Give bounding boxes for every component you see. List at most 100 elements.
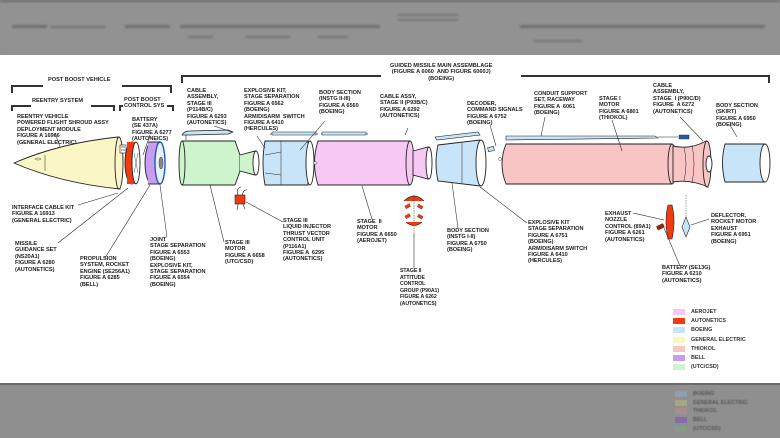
bracket-tick (181, 75, 183, 83)
ghost-bracket (180, 25, 380, 28)
bracket-reentry-left (11, 105, 31, 107)
background-overlay-top (0, 0, 780, 55)
label-battery-se13g: BATTERY (SE13G) FIGURE A 6210 (AUTONETIC… (662, 265, 711, 284)
legend-swatch (675, 391, 687, 398)
ghost-bracket (12, 25, 47, 28)
bracket-pbcs-right (167, 105, 172, 107)
label-deflector: DEFLECTOR, ROCKET MOTOR EXHAUST FIGURE A… (711, 213, 757, 245)
legend-swatch (673, 345, 685, 352)
bracket-tick (768, 75, 770, 83)
cable-assembly-stage3 (181, 129, 234, 136)
ghost-text (398, 14, 458, 16)
background-legend: BOEING GENERAL ELECTRIC THIOKOL BELL (UT… (675, 390, 748, 433)
background-legend-item: GENERAL ELECTRIC (675, 399, 748, 408)
bracket-tick (119, 105, 121, 111)
label-propulsion-system: PROPULSION SYSTEM, ROCKET ENGINE (SE256A… (80, 256, 130, 288)
decoder-command-signals (487, 145, 495, 153)
bracket-tick (11, 105, 13, 111)
legend-item-boeing: BOEING (673, 326, 746, 335)
label-cable-stage1: CABLE ASSEMBLY, STAGE I (P90C/D) FIGURE … (653, 83, 701, 115)
stage2-motor (314, 140, 411, 186)
legend-label: (UTC/CSD) (693, 425, 721, 432)
label-explosive-kit-upper: EXPLOSIVE KIT, STAGE SEPARATION FIGURE A… (244, 88, 305, 133)
battery-se13g (656, 223, 665, 231)
ghost-text (50, 26, 105, 28)
deflector-rocket-motor-exhaust (681, 216, 691, 238)
ghost-text (534, 40, 582, 42)
background-legend-item: (UTC/CSD) (675, 424, 748, 433)
label-body-section-1-2: BODY SECTION (INSTG I-II) FIGURE A 6750 … (447, 228, 489, 254)
legend-label: GENERAL ELECTRIC (693, 399, 748, 406)
bracket-post-boost-right (122, 85, 172, 87)
background-legend-item: THIOKOL (675, 407, 748, 416)
missile-exploded-diagram (12, 116, 771, 268)
bracket-tick (170, 85, 172, 93)
legend-item-bell: BELL (673, 353, 746, 362)
legend-swatch (675, 399, 687, 406)
legend-swatch (673, 355, 685, 362)
legend-label: BELL (691, 355, 706, 362)
legend-label: BOEING (691, 327, 713, 334)
header-main-assemblage: GUIDED MISSILE MAIN ASSEMBLAGE (FIGURE A… (390, 63, 493, 82)
legend-label: GENERAL ELECTRIC (691, 336, 746, 343)
legend-swatch (675, 408, 687, 415)
label-cable-stage2: CABLE ASSY, STAGE II (P93B/C) FIGURE A 6… (380, 94, 428, 120)
header-reentry-system: REENTRY SYSTEM (32, 98, 83, 104)
header-post-boost-control: POST BOOST CONTROL SYS (124, 97, 165, 110)
interface-cable-connector (119, 144, 127, 154)
legend-item-aerojet: AEROJET (673, 307, 746, 316)
header-post-boost-vehicle: POST BOOST VEHICLE (48, 77, 111, 83)
exhaust-nozzle-control (665, 204, 675, 240)
legend-label: (UTC/CSD) (691, 364, 719, 371)
label-explosive-kit-lower: EXPLOSIVE KIT STAGE SEPARATION FIGURE A … (528, 220, 588, 265)
ghost-text (318, 36, 348, 38)
body-section-stage2-3 (262, 140, 309, 186)
legend-item-autonetics: AUTONETICS (673, 316, 746, 325)
conduit-raceway (505, 135, 659, 141)
attitude-control-group (403, 195, 425, 233)
label-attitude-control: STAGE II ATTITUDE CONTROL GROUP (P90A1) … (400, 268, 440, 307)
label-battery-pbcs: BATTERY (SE 437A) FIGURE A 6277 (AUTONEI… (132, 117, 172, 143)
stage1-motor (501, 143, 673, 185)
ghost-text (188, 36, 213, 38)
label-stage3-motor: STAGE III MOTOR FIGURE A 6658 (UTC/CSD) (225, 240, 265, 266)
label-decoder: DECODER, COMMAND SIGNALS FIGURE A 6752 (… (467, 101, 523, 127)
ghost-bracket (520, 25, 765, 28)
bracket-pbcs-left (119, 105, 123, 107)
cable-assembly-stage2 (434, 131, 481, 141)
bracket-tick (113, 105, 115, 111)
legend-item-thiokol: THIOKOL (673, 344, 746, 353)
diagram-panel: POST BOOST VEHICLE REENTRY SYSTEM POST B… (0, 55, 780, 383)
ghost-bracket (125, 25, 170, 28)
bracket-tick (11, 85, 13, 93)
bracket-tick (172, 105, 174, 111)
ghost-text (245, 36, 290, 38)
legend-label: AEROJET (691, 308, 717, 315)
label-interface-cable-kit: INTERFACE CABLE KIT FIGURE A 16913 (GENE… (12, 205, 75, 224)
legend-label: THIOKOL (693, 408, 718, 415)
legend-item-utc-csd: (UTC/CSD) (673, 363, 746, 372)
legend-swatch (673, 327, 685, 334)
background-legend-item: BELL (675, 416, 748, 425)
label-liquid-injector: STAGE III LIQUID INJECTOR THRUST VECTOR … (283, 218, 331, 263)
label-conduit-support: CONDUIT SUPPORT SET, RACEWAY FIGURE A 60… (534, 91, 588, 117)
label-stage1-motor: STAGE I MOTOR FIGURE A 6801 (THIOKOL) (599, 96, 639, 122)
label-cable-stage3: CABLE ASSEMBLY, STAGE III (P114B/C) FIGU… (187, 88, 227, 127)
label-joint-stage-separation: JOINT STAGE SEPARATION FIGURE A 6553 (BO… (150, 237, 206, 288)
legend: AEROJET AUTONETICS BOEING GENERAL ELECTR… (673, 307, 746, 372)
bracket-reentry-right (91, 105, 115, 107)
bracket-main-right (521, 75, 770, 77)
stage3-motor (179, 140, 241, 186)
label-exhaust-nozzle: EXHAUST NOZZLE CONTROL (89A1) FIGURE A 6… (605, 211, 651, 243)
legend-item-general-electric: GENERAL ELECTRIC (673, 335, 746, 344)
ghost-text (398, 19, 458, 21)
legend-swatch (673, 317, 685, 324)
label-missile-guidance-set: MISSILE GUIDANCE SET (NS20A1) FIGURE A 6… (15, 241, 57, 273)
label-body-section-2-3: BODY SECTION (INSTG II-III) FIGURE A 656… (319, 90, 361, 116)
label-body-section-skirt: BODY SECTION (SKIRT) FIGURE A 6950 (BOEI… (716, 103, 758, 129)
background-overlay-bottom: BOEING GENERAL ELECTRIC THIOKOL BELL (UT… (0, 383, 780, 438)
legend-swatch (673, 364, 685, 371)
legend-swatch (675, 425, 687, 432)
missile-guidance-set (127, 142, 136, 184)
liquid-injector-tvc (234, 194, 246, 205)
